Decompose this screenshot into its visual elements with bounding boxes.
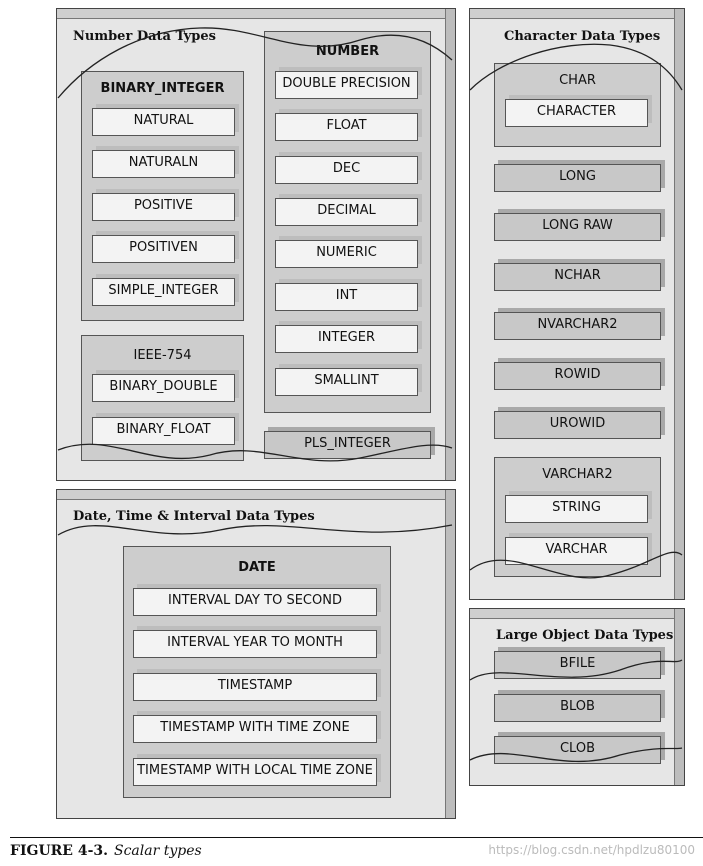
- type-dec: DEC: [275, 156, 418, 184]
- type-int: INT: [275, 283, 418, 311]
- type-integer: INTEGER: [275, 325, 418, 353]
- figure-number: FIGURE 4-3.: [10, 843, 108, 859]
- figure-title: Scalar types: [114, 843, 202, 859]
- type-double-precision: DOUBLE PRECISION: [275, 71, 418, 99]
- type-clob: CLOB: [494, 736, 661, 764]
- type-varchar: VARCHAR: [505, 537, 648, 565]
- number-group: NUMBER DOUBLE PRECISION FLOAT DEC DECIMA…: [264, 31, 431, 413]
- type-blob: BLOB: [494, 694, 661, 722]
- type-nvarchar2: NVARCHAR2: [494, 312, 661, 340]
- type-natural: NATURAL: [92, 108, 235, 136]
- number-data-types-panel: Number Data Types BINARY_INTEGER NATURAL…: [56, 8, 456, 481]
- type-positiven: POSITIVEN: [92, 235, 235, 263]
- type-timestamp: TIMESTAMP: [133, 673, 377, 701]
- number-panel-title: Number Data Types: [73, 29, 216, 44]
- character-data-types-panel: Character Data Types CHAR CHARACTER LONG…: [469, 8, 685, 600]
- type-naturaln: NATURALN: [92, 150, 235, 178]
- date-time-interval-panel: Date, Time & Interval Data Types DATE IN…: [56, 489, 456, 819]
- date-panel-title: Date, Time & Interval Data Types: [73, 509, 315, 524]
- char-title: CHAR: [559, 73, 596, 88]
- large-object-data-types-panel: Large Object Data Types BFILE BLOB CLOB: [469, 608, 685, 786]
- type-simple-integer: SIMPLE_INTEGER: [92, 278, 235, 306]
- type-decimal: DECIMAL: [275, 198, 418, 226]
- type-smallint: SMALLINT: [275, 368, 418, 396]
- type-float: FLOAT: [275, 113, 418, 141]
- type-pls-integer: PLS_INTEGER: [264, 431, 431, 459]
- binary-integer-title: BINARY_INTEGER: [100, 81, 225, 96]
- type-long: LONG: [494, 164, 661, 192]
- type-long-raw: LONG RAW: [494, 213, 661, 241]
- type-binary-float: BINARY_FLOAT: [92, 417, 235, 445]
- varchar2-group: VARCHAR2 STRING VARCHAR: [494, 457, 661, 577]
- type-bfile: BFILE: [494, 651, 661, 679]
- type-timestamp-with-time-zone: TIMESTAMP WITH TIME ZONE: [133, 715, 377, 743]
- ieee-754-group: IEEE-754 BINARY_DOUBLE BINARY_FLOAT: [81, 335, 244, 461]
- type-binary-double: BINARY_DOUBLE: [92, 374, 235, 402]
- figure-caption: FIGURE 4-3. Scalar types: [10, 843, 202, 859]
- type-positive: POSITIVE: [92, 193, 235, 221]
- type-character: CHARACTER: [505, 99, 648, 127]
- binary-integer-group: BINARY_INTEGER NATURAL NATURALN POSITIVE…: [81, 71, 244, 321]
- date-title: DATE: [238, 560, 276, 575]
- char-group: CHAR CHARACTER: [494, 63, 661, 147]
- type-interval-day-to-second: INTERVAL DAY TO SECOND: [133, 588, 377, 616]
- type-nchar: NCHAR: [494, 263, 661, 291]
- number-title: NUMBER: [315, 44, 380, 59]
- lob-panel-title: Large Object Data Types: [496, 628, 674, 643]
- type-string: STRING: [505, 495, 648, 523]
- type-numeric: NUMERIC: [275, 240, 418, 268]
- date-group: DATE INTERVAL DAY TO SECOND INTERVAL YEA…: [123, 546, 391, 798]
- type-timestamp-with-local-time-zone: TIMESTAMP WITH LOCAL TIME ZONE: [133, 758, 377, 786]
- type-urowid: UROWID: [494, 411, 661, 439]
- watermark: https://blog.csdn.net/hpdlzu80100: [488, 843, 695, 857]
- character-panel-title: Character Data Types: [504, 29, 661, 44]
- type-interval-year-to-month: INTERVAL YEAR TO MONTH: [133, 630, 377, 658]
- varchar2-title: VARCHAR2: [542, 467, 613, 482]
- type-rowid: ROWID: [494, 362, 661, 390]
- ieee-754-title: IEEE-754: [133, 348, 192, 363]
- caption-rule: [10, 837, 703, 838]
